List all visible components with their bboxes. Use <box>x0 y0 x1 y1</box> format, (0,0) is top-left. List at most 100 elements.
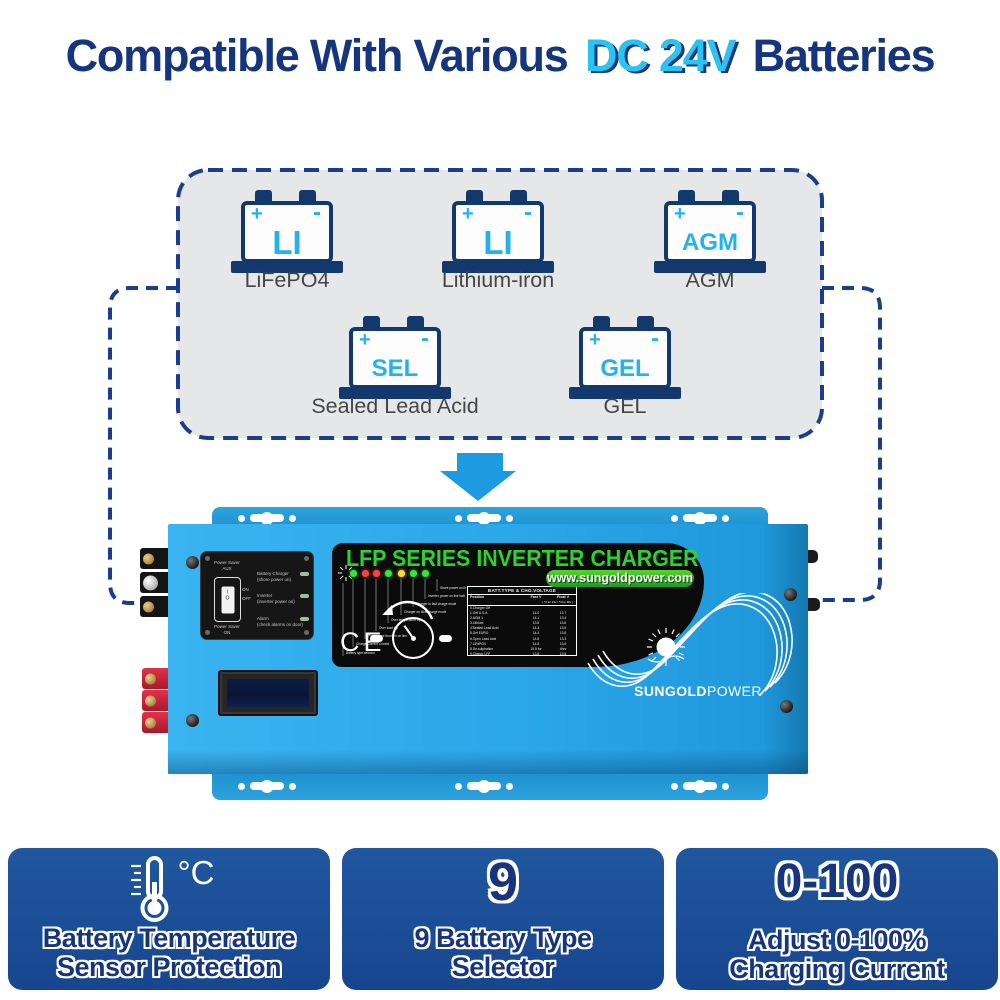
battery-base <box>569 387 681 399</box>
ce-mark: CE <box>340 627 386 657</box>
battery-terminal-icon <box>255 190 272 204</box>
battery-terminal-icon <box>363 316 380 330</box>
battery-body: + - LI <box>241 199 333 263</box>
brand-light: POWER <box>707 683 762 699</box>
led-caption: Charge Current Control <box>356 642 390 646</box>
plus-sign: + <box>462 203 474 225</box>
battery-terminal-icon <box>466 190 483 204</box>
battery-base <box>654 261 766 273</box>
battery-terminal-icon <box>299 190 316 204</box>
rocker[interactable]: I O <box>221 586 234 613</box>
battery-body: + - LI <box>452 199 544 263</box>
led-red <box>362 570 369 577</box>
battery-terminal-icon <box>637 316 654 330</box>
battery-body: + - AGM <box>664 199 756 263</box>
mounting-bracket-bottom <box>212 770 768 800</box>
led-caption: Charger on float charge mode <box>404 610 447 614</box>
plus-sign: + <box>589 329 601 351</box>
feature-line: Sensor Protection <box>56 951 282 982</box>
battery-terminal-icon <box>407 316 424 330</box>
charge-current-dial[interactable] <box>392 617 434 659</box>
svg-text:SUNGOLDPOWER: SUNGOLDPOWER <box>634 683 762 699</box>
battery-terminal-icon <box>722 190 739 204</box>
battery-icon-gel: + - GEL <box>567 316 683 408</box>
screw-icon <box>186 556 199 569</box>
led-green <box>422 570 429 577</box>
led-caption: Power save function on line <box>368 634 407 638</box>
feature-line: Adjust 0-100% <box>747 925 927 955</box>
feature-stat: 0-100 <box>775 855 899 908</box>
dc-terminal-positive <box>142 690 174 711</box>
table-row: 0.Charger Off <box>470 606 490 610</box>
title-highlight: DC 24V <box>584 30 737 81</box>
lcd-screen <box>227 679 309 707</box>
led-red <box>373 570 380 577</box>
power-saver-on-label: Power Saver ON <box>214 624 240 635</box>
keyhole-slot <box>671 514 729 522</box>
power-switch[interactable]: I O <box>214 577 241 622</box>
minus-sign: - <box>736 199 744 226</box>
dc-terminal <box>140 548 172 569</box>
plus-sign: + <box>251 203 263 225</box>
feature-card-temperature: °C Battery Temperature Sensor Protection <box>8 848 330 990</box>
battery-base <box>442 261 554 273</box>
website-badge: www.sungoldpower.com <box>546 570 694 587</box>
minus-sign: - <box>313 199 321 226</box>
screw-icon <box>780 700 793 713</box>
led-leader-lines <box>342 579 438 656</box>
switch-off-label: OFF <box>242 596 251 601</box>
led-caption: Charger in fast charge mode <box>416 602 457 606</box>
inverter-indicator: Inverter (inverter power on) <box>257 593 309 604</box>
battery-voltage-table: BATT.TYPE & CHG.VOLTAGE Position Fast V … <box>467 586 577 656</box>
keyhole-slot <box>238 514 296 522</box>
keyhole-slot <box>455 514 513 522</box>
battery-label: Sealed Lead Acid <box>311 394 479 418</box>
dial-min-marker <box>370 635 383 642</box>
battery-terminal-icon <box>593 316 610 330</box>
led-caption: Shore power on line battery charger acti… <box>440 586 466 590</box>
battery-terminal-icon <box>678 190 695 204</box>
table-header: Position Fast V Float V <box>470 595 569 599</box>
title-part1: Compatible With Various <box>65 30 569 81</box>
feature-line: Selector <box>451 951 555 982</box>
right-connector-line <box>812 286 882 602</box>
battery-body: + - SEL <box>349 325 441 389</box>
screw-icon <box>304 630 309 635</box>
celsius-unit: °C <box>177 854 215 891</box>
battery-chemistry-label: SEL <box>371 355 419 382</box>
page-title: Compatible With Various DC 24V Batteries <box>0 30 1000 82</box>
plus-sign: + <box>674 203 686 225</box>
minus-sign: - <box>651 325 659 352</box>
dial-arrow-icon <box>382 600 434 620</box>
led-indicator <box>300 594 309 598</box>
minus-sign: - <box>421 325 429 352</box>
battery-base <box>339 387 451 399</box>
switch-on-label: ON <box>242 587 249 592</box>
battery-chemistry-label: LI <box>272 224 302 261</box>
battery-chemistry-label: AGM <box>682 229 738 256</box>
title-part2: Batteries <box>752 30 936 81</box>
battery-label: AGM <box>685 268 735 292</box>
faceplate-panel: LFP SERIES INVERTER CHARGER B <box>332 543 704 667</box>
keyhole-slot <box>671 782 729 790</box>
alarm-indicator: Alarm (check alarms on door) <box>257 616 309 627</box>
led-green <box>410 570 417 577</box>
led-yellow <box>398 570 405 577</box>
sun-icon <box>647 628 685 666</box>
table-note: ( *2 for 24v / *4 for 48v ) <box>468 600 576 606</box>
panel-title: LFP SERIES INVERTER CHARGER <box>346 545 699 571</box>
battery-chemistry-label: GEL <box>600 355 650 382</box>
battery-label: LiFePO4 <box>244 268 330 292</box>
inverter-charger-product: Power Saver AUX I O ON OFF Power Saver O… <box>140 498 830 808</box>
screw-icon <box>784 588 797 601</box>
feature-stat: 9 <box>487 852 519 912</box>
feature-card-battery-type: 9 9 Battery Type Selector <box>342 848 664 990</box>
keyhole-slot <box>455 782 513 790</box>
screw-icon <box>186 714 199 727</box>
